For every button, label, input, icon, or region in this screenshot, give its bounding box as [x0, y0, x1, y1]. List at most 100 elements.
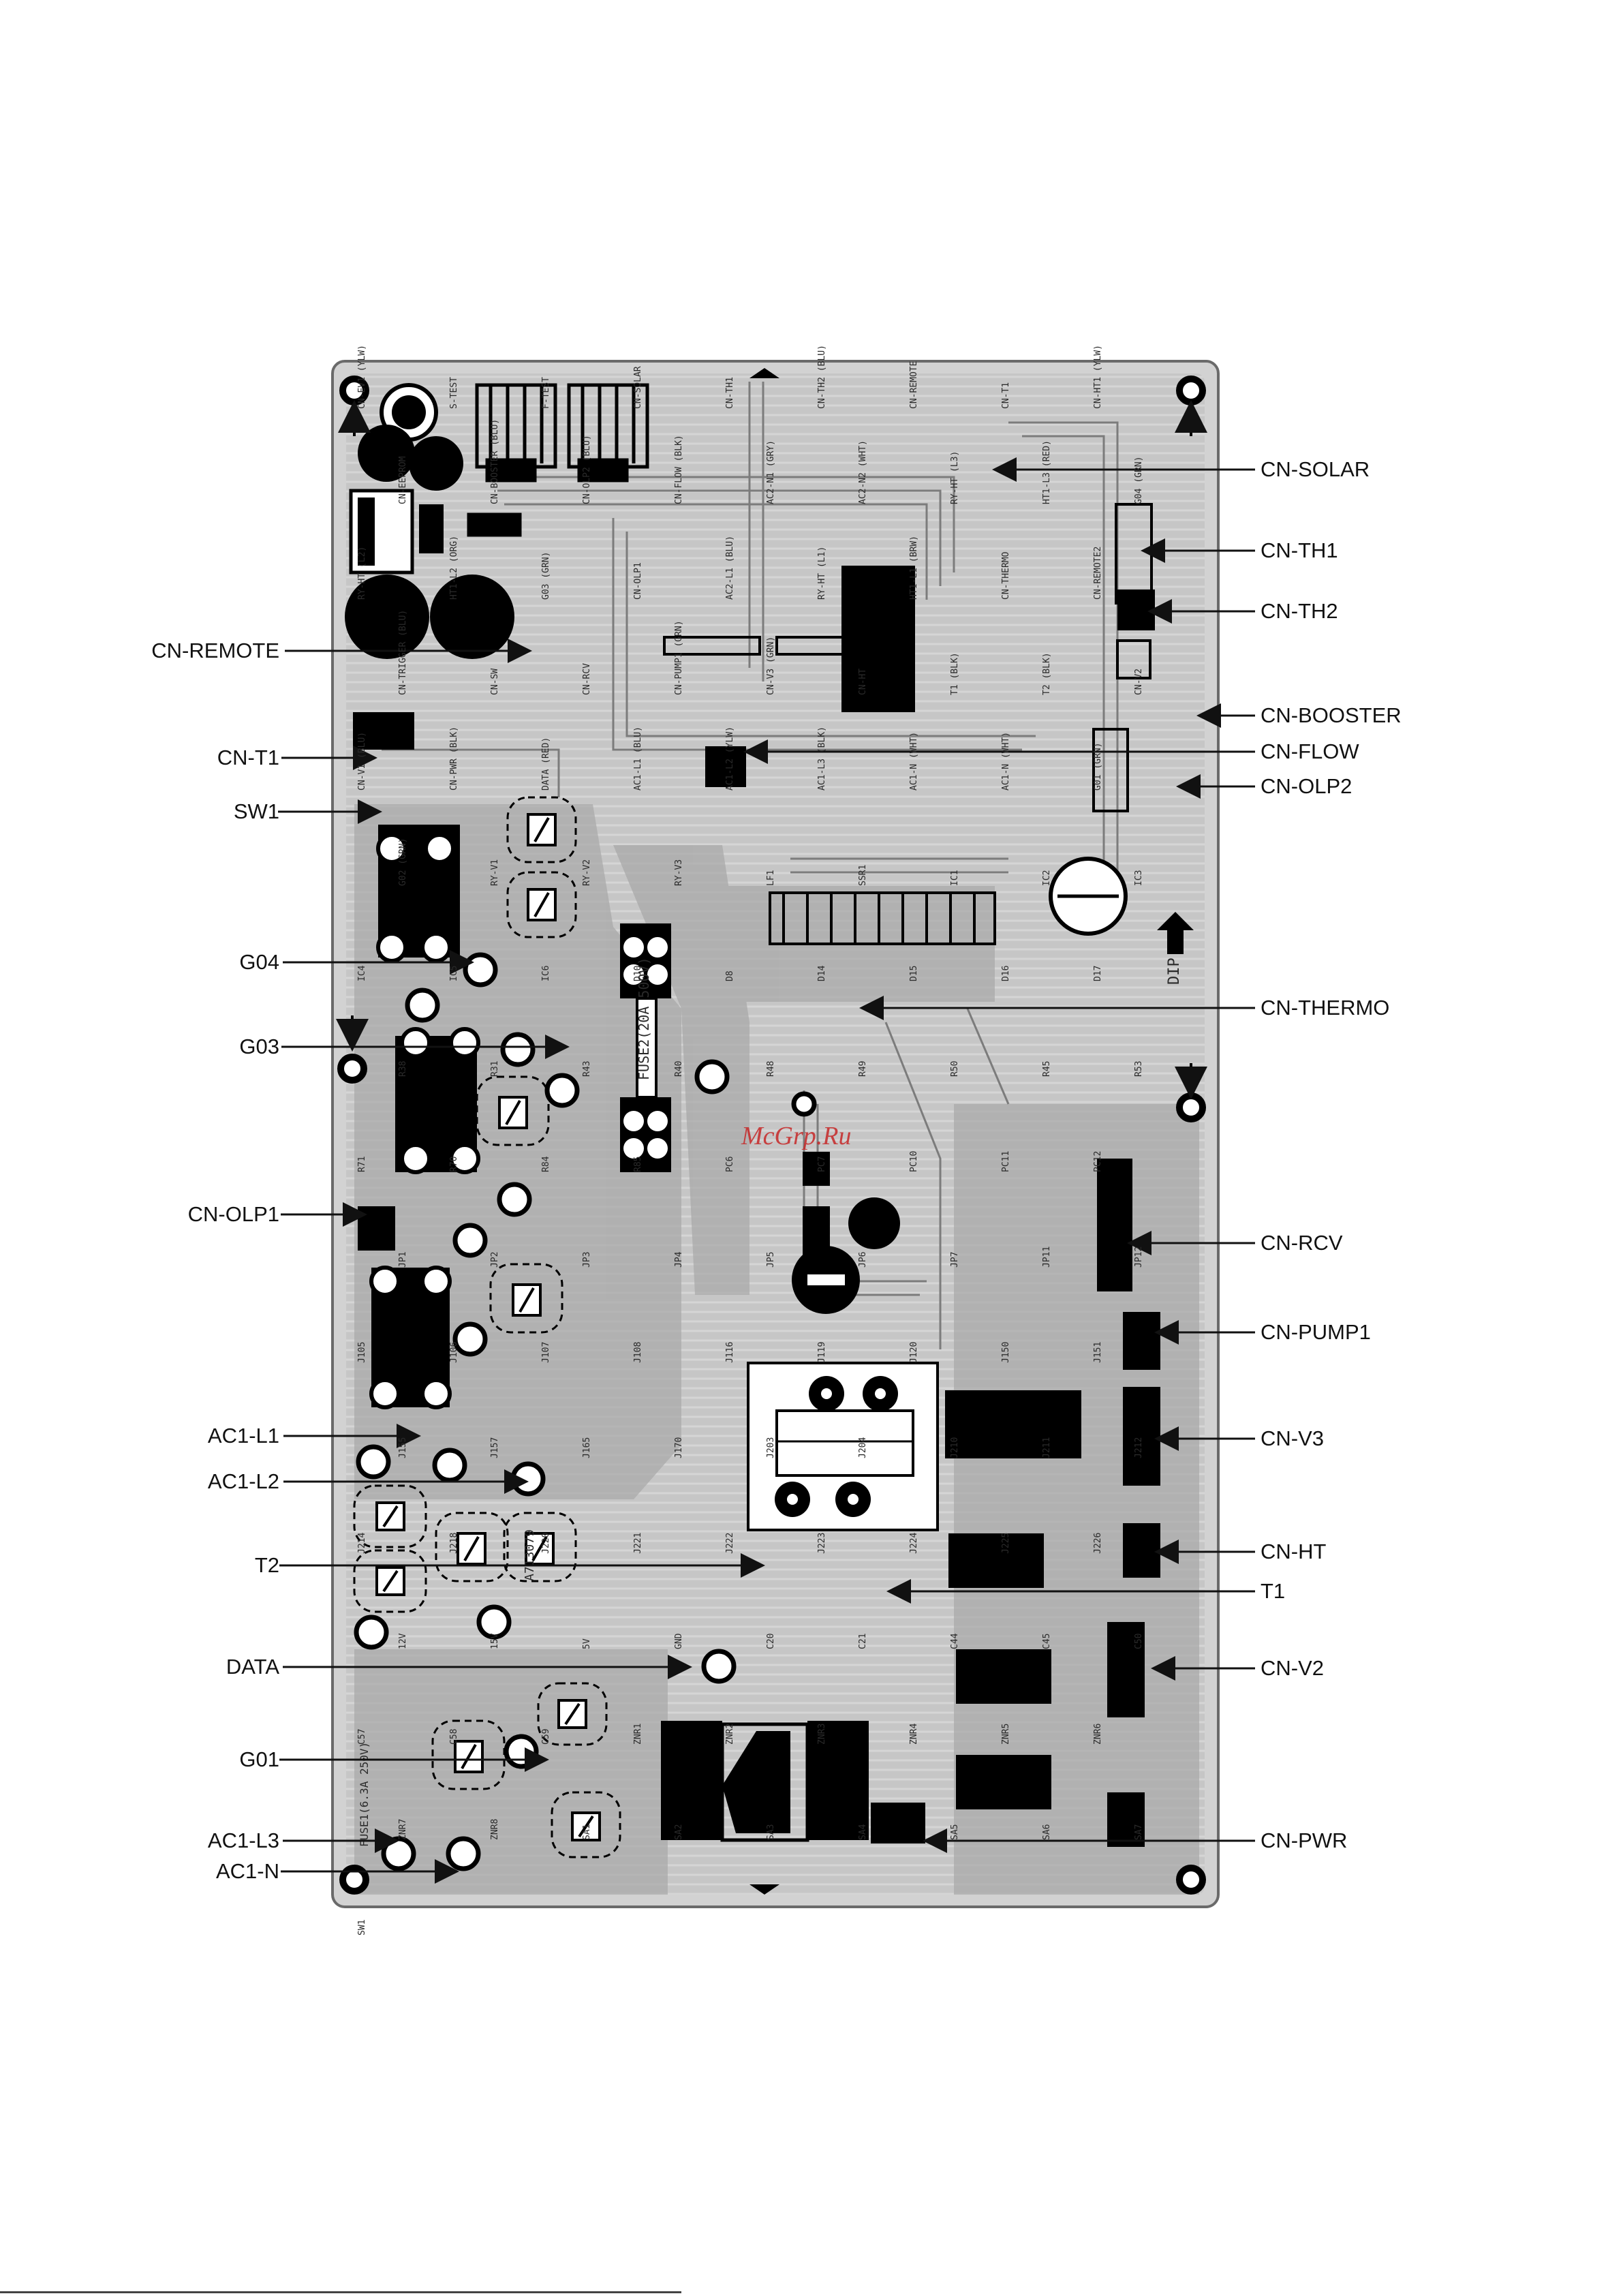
silkscreen-tag: IC6 [541, 966, 551, 981]
mounting-hole [337, 1054, 367, 1084]
heatsinks [467, 383, 649, 537]
board-arrows [336, 400, 1207, 1099]
silkscreen-tag: T1 (BLK) [950, 652, 960, 695]
callout-label-right: CN-PWR [1261, 1828, 1348, 1852]
silkscreen-tag: PC11 [1001, 1151, 1011, 1172]
silkscreen-tag: C20 [766, 1634, 776, 1649]
silkscreen-tag: RY-HT (L3) [950, 451, 960, 504]
silkscreen-tag: R84 [541, 1156, 551, 1172]
silkscreen-tag: D16 [1001, 966, 1011, 981]
silkscreen-tag: CN-RCV [582, 663, 592, 695]
silkscreen-tag: IC3 [1134, 870, 1144, 886]
silkscreen-tag: J210 [950, 1437, 960, 1458]
silkscreen-tag: SA6 [1042, 1824, 1052, 1840]
silkscreen-tag: J105 [357, 1342, 367, 1363]
callout-label-left: DATA [226, 1655, 279, 1679]
silkscreen-tag: J220 [541, 1533, 551, 1554]
silkscreen-tag: J120 [909, 1342, 919, 1363]
silkscreen-tag: J170 [674, 1437, 684, 1458]
silkscreen-tag: R45 [1042, 1061, 1052, 1077]
silkscreen-tag: J108 [633, 1342, 643, 1363]
silkscreen-tag: JP7 [950, 1252, 960, 1268]
silkscreen-tag: CN-V2 [1134, 669, 1144, 695]
callout-label-right: CN-V3 [1261, 1426, 1325, 1450]
silkscreen-tag: D10 [633, 966, 643, 981]
silkscreen-tag: JP6 [858, 1252, 868, 1268]
silkscreen-tag: CN-OLP2 (BLU) [582, 435, 592, 504]
fuse1-label: FUSE1(6.3A 250V) [358, 1742, 371, 1847]
silkscreen-tag: D8 [725, 970, 735, 981]
callout-label-right: CN-PUMP1 [1261, 1320, 1371, 1344]
callout-label-right: CN-TH1 [1261, 538, 1338, 562]
callout-label-left: G03 [239, 1035, 279, 1058]
callout-label-right: CN-SOLAR [1261, 457, 1370, 481]
silkscreen-tag: G03 (GRN) [541, 552, 551, 600]
silkscreen-tag: PC7 [817, 1157, 827, 1172]
mounting-hole [1176, 1865, 1206, 1895]
silkscreen-tag: C57 [357, 1729, 367, 1745]
silkscreen-tag: SA5 [950, 1824, 960, 1840]
silkscreen-tag: AC2-L1 (BLU) [725, 536, 735, 600]
silkscreen-tag: J223 [817, 1533, 827, 1554]
silkscreen-tag: CN-HT1 (YLW) [1093, 345, 1103, 409]
silkscreen-tag: CN-T1 [1001, 382, 1011, 409]
silkscreen-tag: J204 [858, 1437, 868, 1458]
callout-label-right: CN-V2 [1261, 1656, 1325, 1680]
silkscreen-tag: R49 [858, 1061, 868, 1077]
silkscreen-tag: SA3 [766, 1824, 776, 1840]
silkscreen-tag: SW1 [357, 1920, 367, 1935]
silkscreen-tag: CN-SOLAR [633, 366, 643, 409]
silkscreen-tag: JP4 [674, 1251, 684, 1268]
varistors [353, 796, 621, 1858]
connector-row [663, 636, 996, 945]
silkscreen-tag: J107 [541, 1342, 551, 1363]
mounting-hole [1176, 376, 1206, 405]
silkscreen-tag: HT1-L3 (RED) [1042, 440, 1052, 504]
silkscreen-tag: J116 [725, 1342, 735, 1363]
silkscreen-tag: JP3 [582, 1252, 592, 1268]
mounting-holes [337, 376, 1206, 1895]
silkscreen-tag: J214 [357, 1533, 367, 1554]
footer-rule [0, 2291, 681, 2293]
silkscreen-tag: PC10 [909, 1151, 919, 1172]
callout-label-right: CN-THERMO [1261, 996, 1390, 1020]
callout-label-left: CN-OLP1 [187, 1202, 279, 1226]
silkscreen-tag: CN-REMOTE [909, 361, 919, 409]
callout-label-left: AC1-L3 [207, 1828, 279, 1852]
callout-label-right: CN-HT [1261, 1540, 1327, 1563]
silkscreen-tag: J151 [1093, 1342, 1103, 1363]
silkscreen-tag: 12V [398, 1633, 408, 1649]
silkscreen-tag: R43 [582, 1061, 592, 1077]
silkscreen-tag: HT1-L2 (ORG) [449, 536, 459, 600]
callout-label-left: CN-T1 [217, 746, 279, 769]
silkscreen-tag: J155 [398, 1437, 408, 1458]
silkscreen-tag: SA2 [674, 1824, 684, 1840]
silkscreen-tag: IC5 [449, 966, 459, 981]
silkscreen-tag: RY-V2 [582, 859, 592, 886]
callout-label-left: SW1 [233, 799, 279, 823]
silkscreen-tag: J165 [582, 1437, 592, 1458]
dip-label: DIP [1166, 958, 1183, 985]
silkscreen-tag: ZNR7 [398, 1819, 408, 1840]
silkscreen-tag: AC2-N1 (GRY) [766, 440, 776, 504]
silkscreen-tag: CN-TH2 (BLU) [817, 345, 827, 409]
silkscreen-tag: LF1 [766, 870, 776, 886]
silkscreen-tag: C44 [950, 1633, 960, 1649]
silkscreen-tag: CN-TH1 [725, 377, 735, 409]
callout-label-right: T1 [1261, 1579, 1286, 1603]
callout-label-right: CN-TH2 [1261, 599, 1338, 623]
callout-label-left: T2 [254, 1553, 279, 1577]
right-connectors [353, 503, 1160, 1847]
callout-label-left: AC1-L1 [207, 1424, 279, 1448]
silkscreen-tag: CN-EEPROM [398, 456, 408, 504]
callout-label-right: CN-RCV [1261, 1231, 1343, 1255]
board-code: A713079 [523, 1529, 537, 1581]
silkscreen-tag: J222 [725, 1533, 735, 1554]
silkscreen-tag: ZNR4 [909, 1724, 919, 1745]
transformer-block [747, 1362, 939, 1531]
silkscreen-tag: CN-TRIGGER (BLU) [398, 610, 408, 695]
silkscreen-tag: CN-SW [490, 669, 500, 695]
silkscreen-tag: SA7 [1134, 1824, 1144, 1840]
